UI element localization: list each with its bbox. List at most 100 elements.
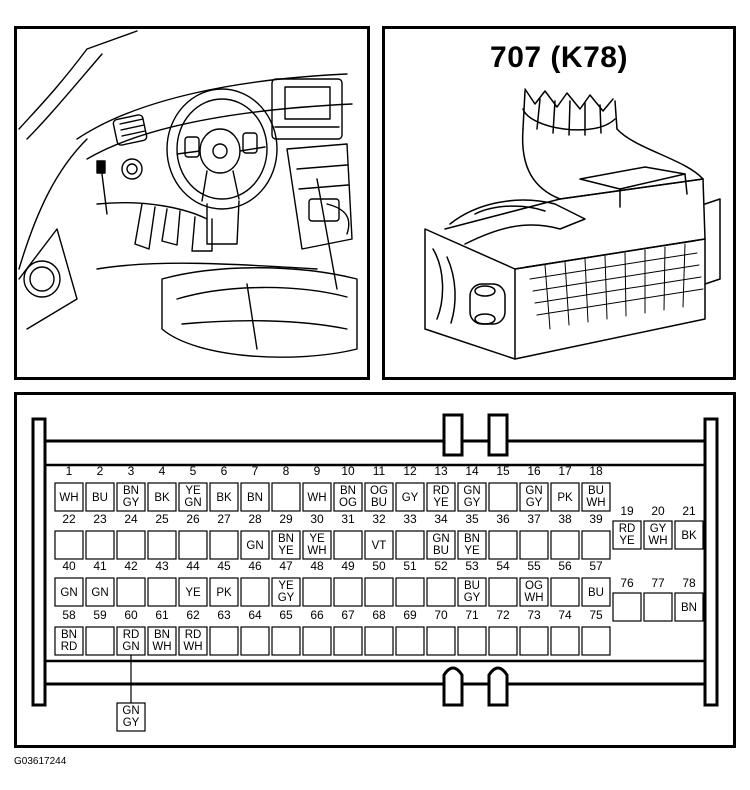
pin-cavity <box>519 530 549 560</box>
wire-color: RD <box>61 641 78 653</box>
pin-52: 52 <box>426 559 456 607</box>
pin-cavity <box>271 530 301 560</box>
wire-color: GN <box>463 485 480 497</box>
pin-cavity <box>581 482 611 512</box>
pin-cavity <box>674 592 704 622</box>
wire-color: WH <box>307 545 326 557</box>
pin-cavity <box>581 577 611 607</box>
pin-number: 48 <box>310 559 324 573</box>
wire-color: WH <box>648 535 667 547</box>
pin-cavity <box>147 482 177 512</box>
pin-63: 63 <box>209 608 239 656</box>
pin-cavity <box>395 530 425 560</box>
pin-number: 76 <box>620 576 634 590</box>
pin-number: 44 <box>186 559 200 573</box>
wire-color: BN <box>154 629 170 641</box>
pin-number: 62 <box>186 608 200 622</box>
pin-number: 16 <box>527 464 541 478</box>
pin-cavity <box>178 482 208 512</box>
pin-cavity <box>581 530 611 560</box>
connector-title: 707 (K78) <box>490 41 628 74</box>
pin-cavity <box>116 530 146 560</box>
pin-number: 28 <box>248 512 262 526</box>
pin-cavity <box>302 577 332 607</box>
pin-number: 35 <box>465 512 479 526</box>
location-view-panel <box>14 26 370 380</box>
pin-number: 27 <box>217 512 231 526</box>
wire-color: GY <box>123 497 140 509</box>
pin-number: 37 <box>527 512 541 526</box>
pin-cavity <box>54 626 84 656</box>
pin-number: 13 <box>434 464 448 478</box>
pin-number: 49 <box>341 559 355 573</box>
pin-27: 27 <box>209 512 239 560</box>
wire-color: BN <box>278 533 294 545</box>
splice-box <box>116 702 146 732</box>
pin-cavity <box>85 482 115 512</box>
pin-cavity <box>85 626 115 656</box>
pin-cavity <box>302 530 332 560</box>
connector-illustration <box>424 88 721 360</box>
pin-number: 65 <box>279 608 293 622</box>
wire-color: GN <box>60 587 77 599</box>
pin-number: 1 <box>66 464 73 478</box>
pin-number: 64 <box>248 608 262 622</box>
pin-7: 7BN <box>240 464 270 512</box>
wire-color: YE <box>185 587 201 599</box>
pin-number: 33 <box>403 512 417 526</box>
pin-73: 73 <box>519 608 549 656</box>
pin-33: 33 <box>395 512 425 560</box>
pin-cavity <box>333 530 363 560</box>
pin-77: 77 <box>643 576 673 622</box>
pin-43: 43 <box>147 559 177 607</box>
wire-color: YE <box>464 545 480 557</box>
pin-cavity <box>147 530 177 560</box>
wire-color: GN <box>91 587 108 599</box>
pin-cavity <box>178 577 208 607</box>
wire-color: BN <box>681 602 697 614</box>
pin-cavity <box>271 482 301 512</box>
wire-color: BN <box>464 533 480 545</box>
pin-75: 75 <box>581 608 611 656</box>
wire-color: GN <box>184 497 201 509</box>
pin-cavity <box>457 530 487 560</box>
wire-color: OG <box>525 580 543 592</box>
pin-cavity <box>426 577 456 607</box>
pin-number: 22 <box>62 512 76 526</box>
wire-color: WH <box>183 641 202 653</box>
pin-42: 42 <box>116 559 146 607</box>
pin-number: 51 <box>403 559 417 573</box>
pin-cavity <box>116 577 146 607</box>
wire-color: WH <box>307 492 326 504</box>
pin-number: 4 <box>159 464 166 478</box>
pin-number: 38 <box>558 512 572 526</box>
pin-cavity <box>271 626 301 656</box>
pin-cavity <box>426 482 456 512</box>
pin-cavity <box>333 577 363 607</box>
pin-1: 1WH <box>54 464 84 512</box>
pin-cavity <box>209 577 239 607</box>
vehicle-interior-illustration <box>18 30 358 358</box>
pin-6: 6BK <box>209 464 239 512</box>
wire-color: GN <box>122 705 139 717</box>
wire-color: YE <box>619 535 635 547</box>
pin-cavity <box>643 520 673 550</box>
pin-69: 69 <box>395 608 425 656</box>
wire-color: BN <box>340 485 356 497</box>
pin-cavity <box>426 530 456 560</box>
pin-cavity <box>488 626 518 656</box>
pin-71: 71 <box>457 608 487 656</box>
pin-9: 9WH <box>302 464 332 512</box>
pin-cavity <box>426 626 456 656</box>
